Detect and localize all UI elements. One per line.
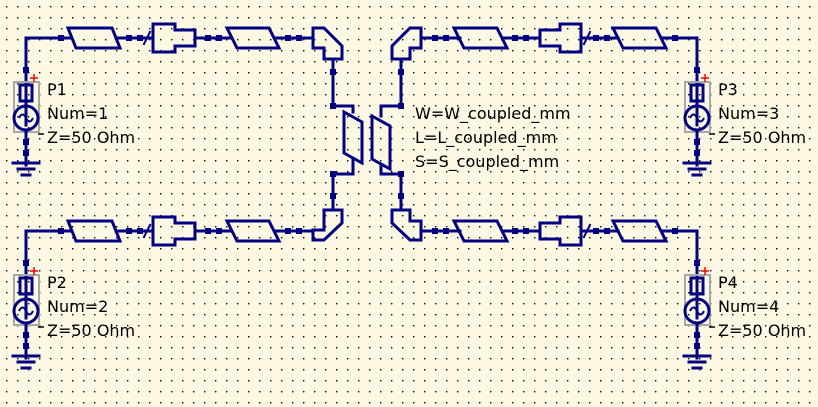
port-p3-symbol[interactable] — [682, 74, 715, 177]
port-p4-properties[interactable]: P4 Num=4 Z=50 Ohm — [718, 271, 806, 343]
microstrip-line-icon[interactable] — [224, 26, 282, 50]
ground-icon — [11, 161, 41, 177]
port-num: Num=3 — [718, 104, 780, 123]
microstrip-line-icon[interactable] — [610, 219, 669, 243]
port-name: P4 — [718, 273, 738, 292]
microstrip-line-icon[interactable] — [65, 219, 123, 243]
microstrip-line-icon[interactable] — [224, 219, 282, 243]
port-name: P1 — [47, 80, 67, 99]
port-name: P2 — [47, 273, 67, 292]
coupled-lines-properties[interactable]: W=W_coupled_mm L=L_coupled_mm S=S_couple… — [415, 102, 571, 174]
port-p2-symbol[interactable] — [11, 267, 44, 370]
microstrip-line-icon[interactable] — [65, 26, 123, 50]
coupled-width: W=W_coupled_mm — [415, 104, 571, 123]
coupled-length: L=L_coupled_mm — [415, 128, 557, 147]
microstrip-step-icon[interactable] — [151, 215, 197, 247]
chain-p4 — [390, 171, 700, 320]
port-p3-properties[interactable]: P3 Num=3 Z=50 Ohm — [718, 78, 806, 150]
microstrip-mitered-bend-icon[interactable] — [311, 208, 344, 242]
microstrip-line-icon[interactable] — [610, 26, 669, 50]
port-num: Num=1 — [47, 104, 109, 123]
microstrip-coupled-lines-icon[interactable] — [331, 109, 403, 176]
chain-p3 — [379, 22, 700, 127]
chain-p2 — [23, 171, 344, 320]
microstrip-step-icon[interactable] — [538, 215, 583, 247]
port-impedance: Z=50 Ohm — [47, 321, 136, 340]
port-num: Num=4 — [718, 297, 780, 316]
port-p2-properties[interactable]: P2 Num=2 Z=50 Ohm — [47, 271, 135, 343]
ground-icon — [682, 161, 712, 177]
microstrip-line-icon[interactable] — [451, 219, 510, 243]
ground-icon — [682, 354, 712, 370]
port-name: P3 — [718, 80, 738, 99]
ground-icon — [11, 354, 41, 370]
coupled-spacing: S=S_coupled_mm — [415, 152, 560, 171]
port-p1-symbol[interactable] — [11, 74, 44, 177]
port-p1-properties[interactable]: P1 Num=1 Z=50 Ohm — [47, 78, 135, 150]
microstrip-step-icon[interactable] — [151, 22, 197, 54]
port-impedance: Z=50 Ohm — [47, 128, 136, 147]
port-p4-symbol[interactable] — [682, 267, 715, 370]
port-impedance: Z=50 Ohm — [718, 128, 807, 147]
port-impedance: Z=50 Ohm — [718, 321, 807, 340]
microstrip-step-icon[interactable] — [538, 22, 583, 54]
port-num: Num=2 — [47, 297, 109, 316]
chain-p1 — [23, 22, 355, 127]
microstrip-line-icon[interactable] — [451, 26, 510, 50]
